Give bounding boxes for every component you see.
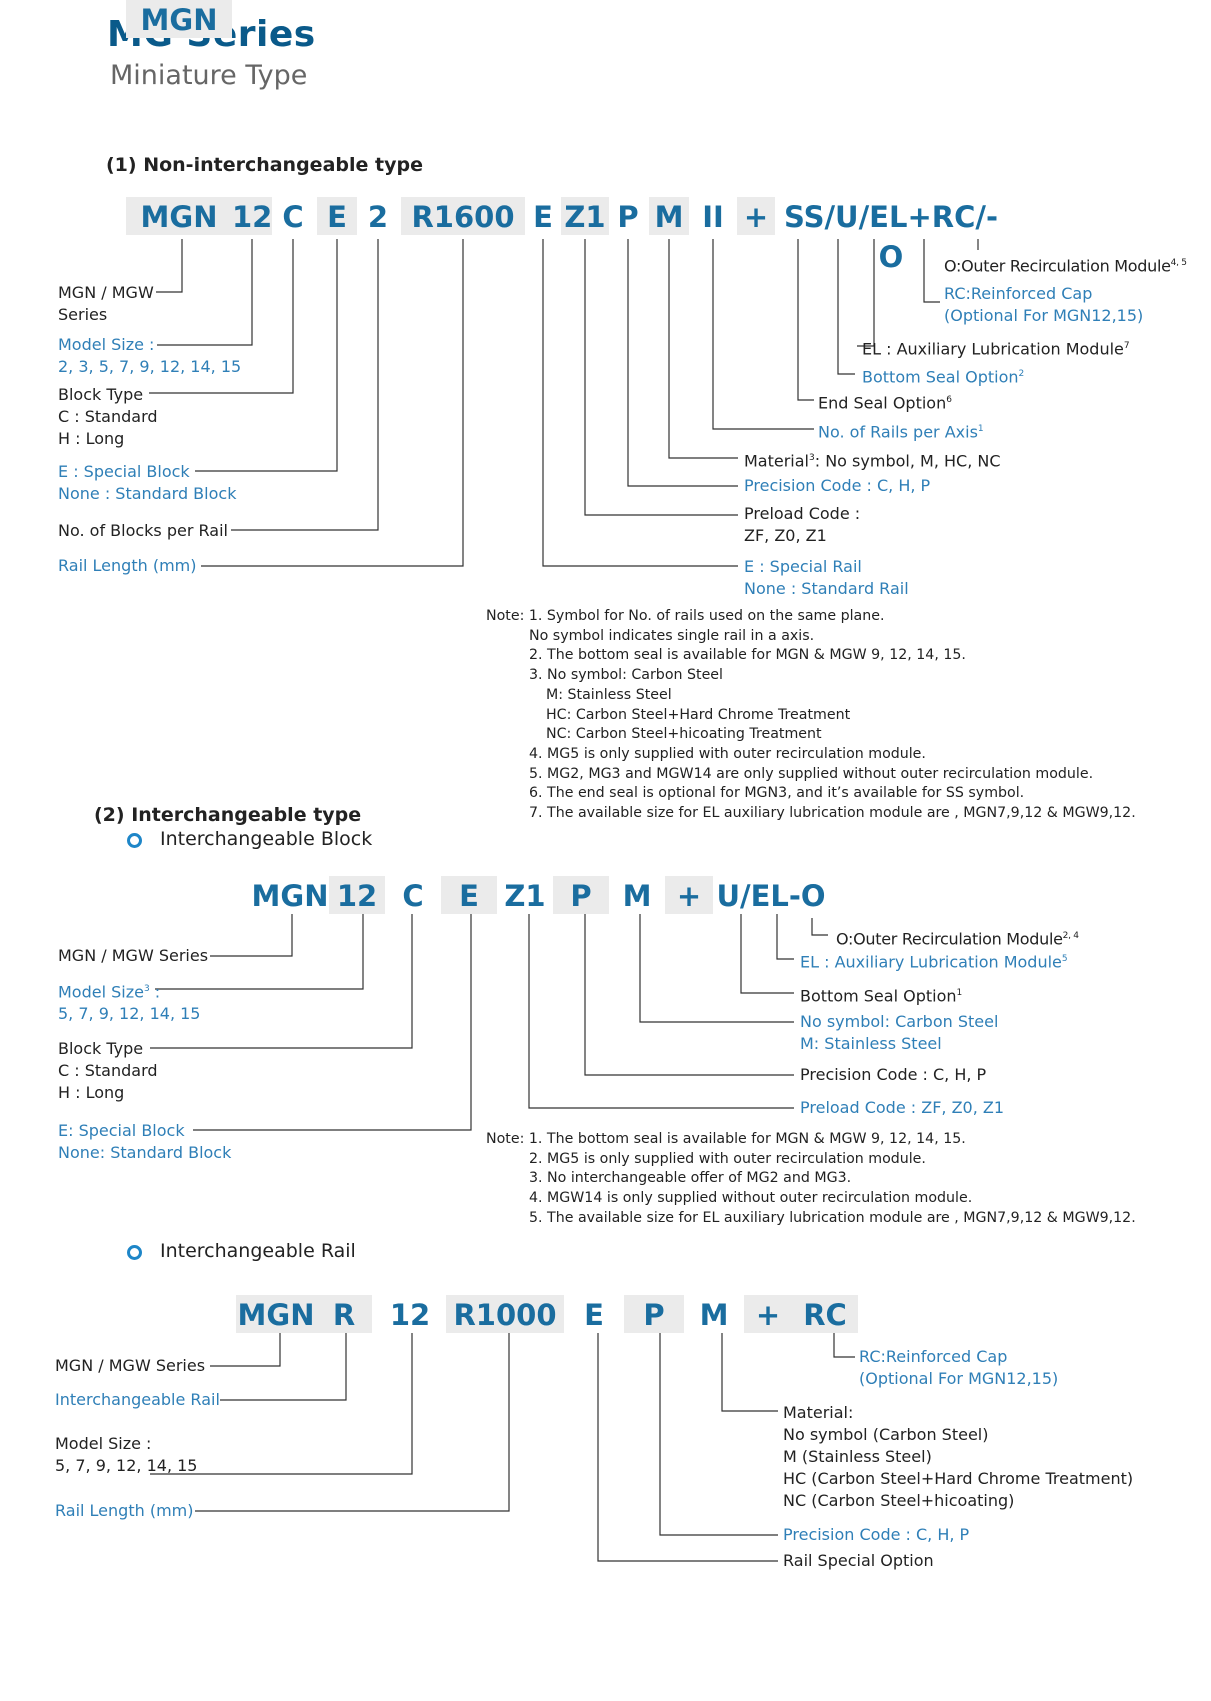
code-plus: + bbox=[744, 1295, 792, 1333]
label-material: Material3: No symbol, M, HC, NC bbox=[744, 451, 1001, 471]
bullet-icon bbox=[127, 1245, 142, 1260]
code-special-block: E bbox=[441, 876, 497, 914]
label-precision-code: Precision Code : C, H, P bbox=[800, 1065, 987, 1084]
code-precision: P bbox=[624, 1295, 684, 1333]
label-series: MGN / MGW Series bbox=[55, 1356, 206, 1375]
subsection-title-block: Interchangeable Block bbox=[160, 828, 373, 850]
label-el-module: EL : Auxiliary Lubrication Module7 bbox=[862, 339, 1130, 359]
label-rail-length: Rail Length (mm) bbox=[58, 556, 197, 575]
code-special: E bbox=[564, 1295, 624, 1333]
notes-section-2: Note: 1. The bottom seal is available fo… bbox=[486, 1131, 1136, 1226]
code-block-type: C bbox=[273, 197, 313, 235]
label-interchangeable-rail: Interchangeable Rail bbox=[55, 1390, 220, 1409]
code-material: M bbox=[649, 197, 689, 235]
label-bottom-seal: Bottom Seal Option1 bbox=[800, 986, 963, 1006]
section-title-non-interchangeable: (1) Non-interchangeable type bbox=[106, 154, 423, 176]
code-block-type: C bbox=[385, 876, 441, 914]
label-bottom-seal: Bottom Seal Option2 bbox=[862, 367, 1025, 387]
code-material: M bbox=[684, 1295, 744, 1333]
code-model-size: 12 bbox=[232, 197, 272, 235]
label-model-size: Model Size :2, 3, 5, 7, 9, 12, 14, 15 bbox=[58, 335, 242, 376]
code-series: MGN bbox=[251, 876, 329, 914]
code-rails-per-axis: II bbox=[691, 197, 735, 235]
code-options: SS/U/EL+RC/-O bbox=[777, 197, 1005, 274]
code-preload: Z1 bbox=[497, 876, 553, 914]
code-options: U/EL-O bbox=[713, 876, 829, 914]
label-precision-code: Precision Code : C, H, P bbox=[744, 476, 931, 495]
section-title-interchangeable: (2) Interchangeable type bbox=[94, 804, 362, 826]
label-blocks-per-rail: No. of Blocks per Rail bbox=[58, 521, 228, 540]
code-series: MGN bbox=[236, 1295, 316, 1333]
code-rc: RC bbox=[792, 1295, 858, 1333]
code-special-rail: E bbox=[525, 197, 561, 235]
label-outer-recirculation: O:Outer Recirculation Module2, 4 bbox=[836, 929, 1079, 949]
subsection-title-rail: Interchangeable Rail bbox=[160, 1240, 356, 1262]
code-precision: P bbox=[609, 197, 647, 235]
label-end-seal: End Seal Option6 bbox=[818, 393, 952, 413]
label-outer-recirculation: O:Outer Recirculation Module4, 5 bbox=[944, 256, 1187, 276]
label-reinforced-cap: RC:Reinforced Cap(Optional For MGN12,15) bbox=[944, 284, 1144, 325]
label-precision-code: Precision Code : C, H, P bbox=[783, 1525, 970, 1544]
label-model-size: Model Size :5, 7, 9, 12, 14, 15 bbox=[55, 1434, 198, 1475]
code-plus: + bbox=[665, 876, 713, 914]
label-material: Material: No symbol (Carbon Steel) M (St… bbox=[783, 1403, 1134, 1510]
code-rail-length: R1600 bbox=[401, 197, 525, 235]
code-material: M bbox=[609, 876, 665, 914]
label-rail-special: Rail Special Option bbox=[783, 1551, 934, 1570]
code-model-size: 12 bbox=[374, 1295, 446, 1333]
label-preload-code: Preload Code : ZF, Z0, Z1 bbox=[800, 1098, 1005, 1117]
code-precision: P bbox=[553, 876, 609, 914]
code-plus: + bbox=[737, 197, 775, 235]
code-special-block: E bbox=[317, 197, 357, 235]
label-rail-length: Rail Length (mm) bbox=[55, 1501, 194, 1520]
code-rail-length: R1000 bbox=[446, 1295, 564, 1333]
code-series: MGN bbox=[126, 0, 232, 38]
label-el-module: EL : Auxiliary Lubrication Module5 bbox=[800, 952, 1068, 972]
label-rails-per-axis: No. of Rails per Axis1 bbox=[818, 422, 984, 442]
code-series: MGN bbox=[126, 197, 232, 235]
page-subtitle: Miniature Type bbox=[110, 60, 308, 91]
bullet-icon bbox=[127, 833, 142, 848]
label-series: MGN / MGW Series bbox=[58, 946, 209, 965]
code-rail: R bbox=[316, 1295, 372, 1333]
code-model-size: 12 bbox=[329, 876, 385, 914]
code-preload: Z1 bbox=[561, 197, 609, 235]
label-reinforced-cap: RC:Reinforced Cap(Optional For MGN12,15) bbox=[859, 1347, 1059, 1388]
label-preload-code: Preload Code :ZF, Z0, Z1 bbox=[744, 504, 861, 545]
code-blocks-per-rail: 2 bbox=[358, 197, 398, 235]
label-model-size: Model Size3 : 5, 7, 9, 12, 14, 15 bbox=[58, 982, 201, 1024]
notes-section-1: Note: 1. Symbol for No. of rails used on… bbox=[486, 608, 1136, 822]
